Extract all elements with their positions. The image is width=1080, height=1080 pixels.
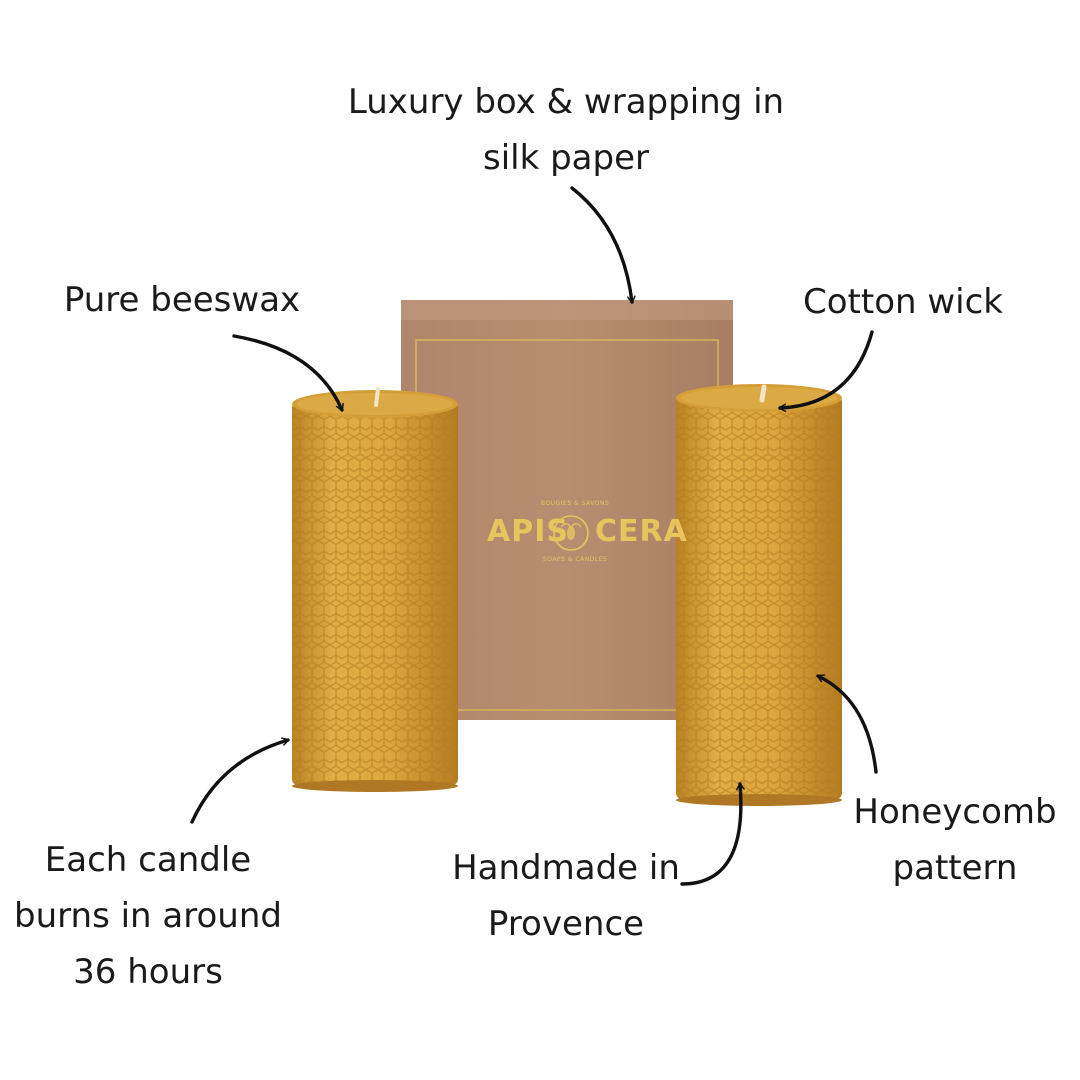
right-candle <box>676 384 842 806</box>
arrow-burn <box>190 737 290 824</box>
arrow-box <box>570 186 636 304</box>
callout-wick: Cotton wick <box>796 274 1010 330</box>
callout-pattern-line-2: pattern <box>892 848 1018 888</box>
callout-wick-line-1: Cotton wick <box>803 282 1003 322</box>
callout-arrows <box>190 186 878 886</box>
callout-origin-line-1: Handmade in <box>452 848 680 888</box>
callout-wax-line-1: Pure beeswax <box>63 280 301 320</box>
callout-box-line-2: silk paper <box>483 138 649 178</box>
callout-box: Luxury box & wrapping in silk paper <box>336 74 796 186</box>
callout-burn: Each candle burns in around 36 hours <box>12 832 284 1000</box>
callout-burn-line-2: burns in around <box>14 896 282 936</box>
callout-origin-line-2: Provence <box>487 904 645 944</box>
arrow-origin <box>680 782 745 886</box>
callout-pattern: Honeycomb pattern <box>840 784 1070 896</box>
callout-pattern-line-1: Honeycomb <box>853 792 1057 832</box>
callout-origin: Handmade in Provence <box>444 840 688 952</box>
callout-wax: Pure beeswax <box>52 272 312 328</box>
callout-box-line-1: Luxury box & wrapping in <box>347 82 785 122</box>
callout-burn-line-3: 36 hours <box>73 952 223 992</box>
callout-burn-line-1: Each candle <box>44 840 252 880</box>
arrow-wax <box>232 334 344 412</box>
arrow-pattern <box>816 674 878 774</box>
left-candle <box>292 387 458 792</box>
arrow-wick <box>778 330 874 413</box>
